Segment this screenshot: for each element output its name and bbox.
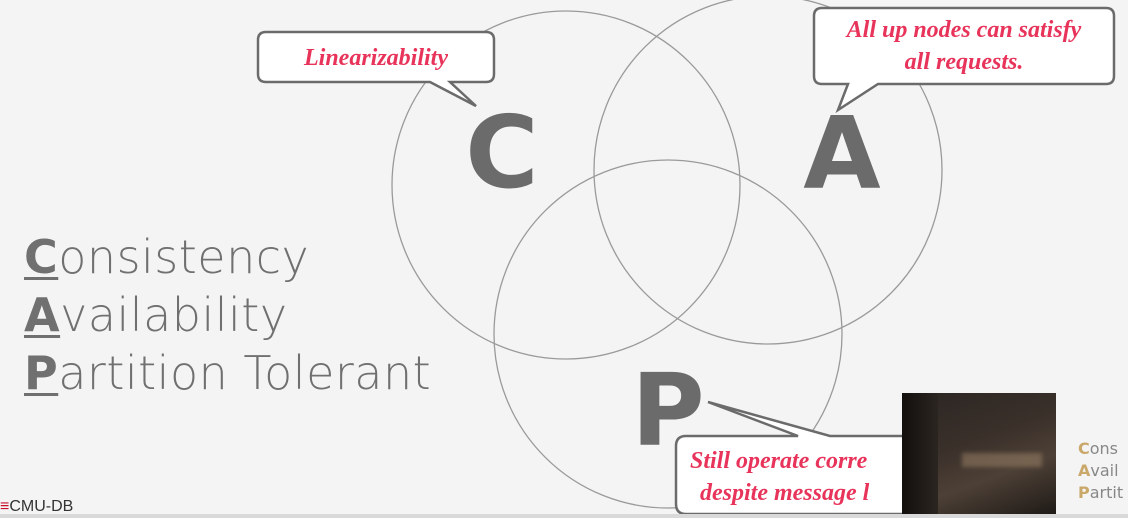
peek-word: vail <box>1090 461 1119 480</box>
callout-p-line-2: despite message l <box>700 480 870 506</box>
speaker-webcam-overlay <box>902 393 1056 518</box>
callout-a-line-1: All up nodes can satisfy <box>845 17 1082 43</box>
peek-row: Partit <box>1078 482 1128 504</box>
legend-word: vailability <box>60 288 288 342</box>
letter-a: A <box>803 95 880 212</box>
letter-c: C <box>465 94 538 211</box>
peek-row: Avail <box>1078 460 1128 482</box>
legend-initial: C <box>24 230 59 284</box>
legend-word: artition Tolerant <box>58 346 432 400</box>
legend-initial: P <box>24 346 59 400</box>
webcam-door <box>902 393 938 518</box>
callout-partition: Still operate corre despite message l <box>674 400 932 516</box>
cmu-db-logo: ≡CMU-DB <box>0 498 73 516</box>
legend-initial: A <box>24 288 61 342</box>
peek-initial: C <box>1078 439 1090 458</box>
legend-availability: Availability <box>24 286 431 344</box>
peek-initial: P <box>1078 483 1090 502</box>
peek-word: artit <box>1089 483 1124 502</box>
circle-availability <box>593 0 943 345</box>
callout-a-line-2: all requests. <box>905 49 1024 75</box>
next-slide-peek: Cons Avail Partit <box>1078 438 1128 518</box>
legend-partition: Partition Tolerant <box>24 344 431 402</box>
callout-linearizability: Linearizability <box>256 30 496 108</box>
callout-availability: All up nodes can satisfy all requests. <box>812 6 1116 114</box>
callout-p-line-1: Still operate corre <box>690 448 868 474</box>
legend-consistency: Consistency <box>24 228 431 286</box>
peek-initial: A <box>1078 461 1091 480</box>
cap-legend: Consistency Availability Partition Toler… <box>24 228 431 402</box>
logo-mark: ≡ <box>0 498 10 515</box>
bottom-bar <box>0 514 1128 518</box>
circle-partition <box>493 159 843 509</box>
peek-row: Cons <box>1078 438 1128 460</box>
peek-word: ons <box>1089 439 1119 458</box>
logo-text: CMU-DB <box>9 498 74 515</box>
circle-consistency <box>391 10 741 360</box>
callout-c-line-1: Linearizability <box>303 45 448 71</box>
legend-word: onsistency <box>58 230 310 284</box>
webcam-light <box>962 453 1042 467</box>
